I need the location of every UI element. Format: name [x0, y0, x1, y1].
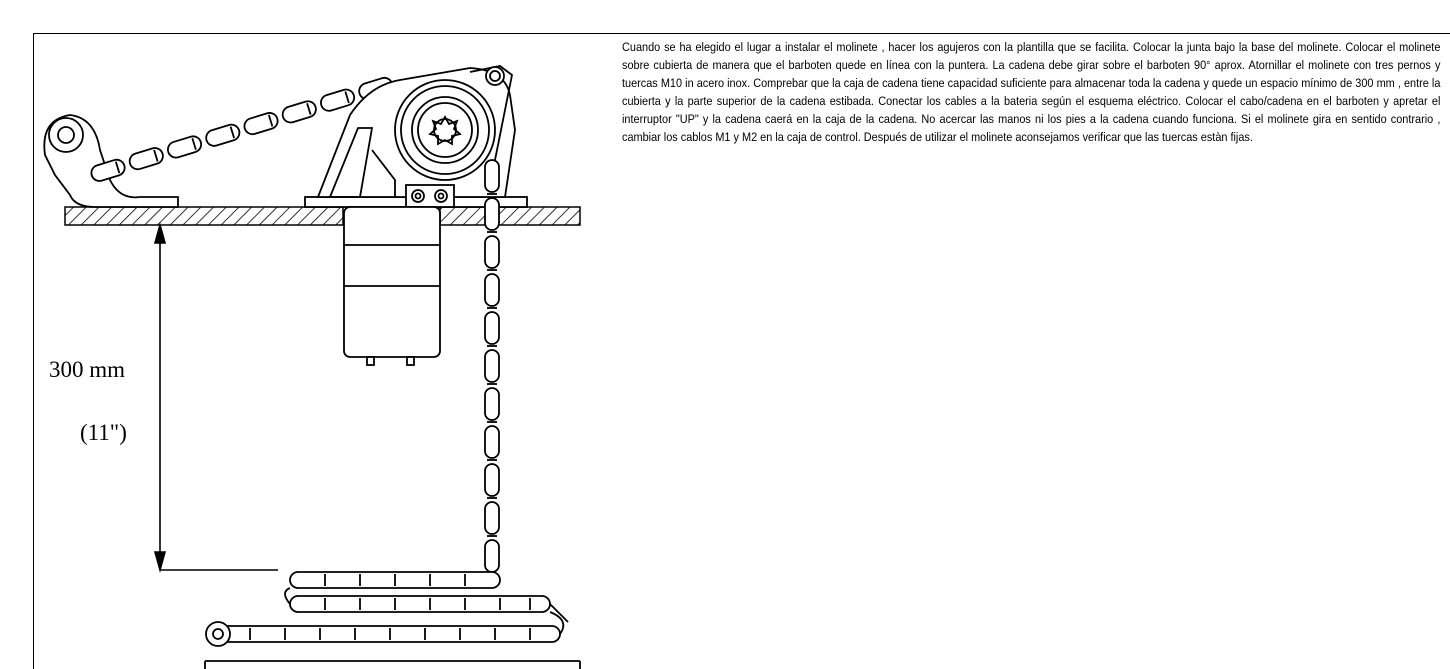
top-chain	[90, 76, 394, 182]
dimension-line	[153, 222, 278, 573]
vertical-chain	[484, 159, 500, 573]
installation-instructions: Cuando se ha elegido el lugar a instalar…	[622, 40, 1441, 144]
deck	[64, 206, 581, 226]
dimension-label-inches: (11")	[80, 420, 127, 445]
dimension-label-mm: 300 mm	[49, 357, 125, 382]
windlass	[304, 65, 528, 208]
stowed-chain	[205, 571, 569, 647]
chain-locker-floor	[204, 660, 581, 669]
page-frame	[33, 33, 1450, 669]
motor	[343, 206, 441, 366]
bow-roller	[43, 114, 179, 208]
